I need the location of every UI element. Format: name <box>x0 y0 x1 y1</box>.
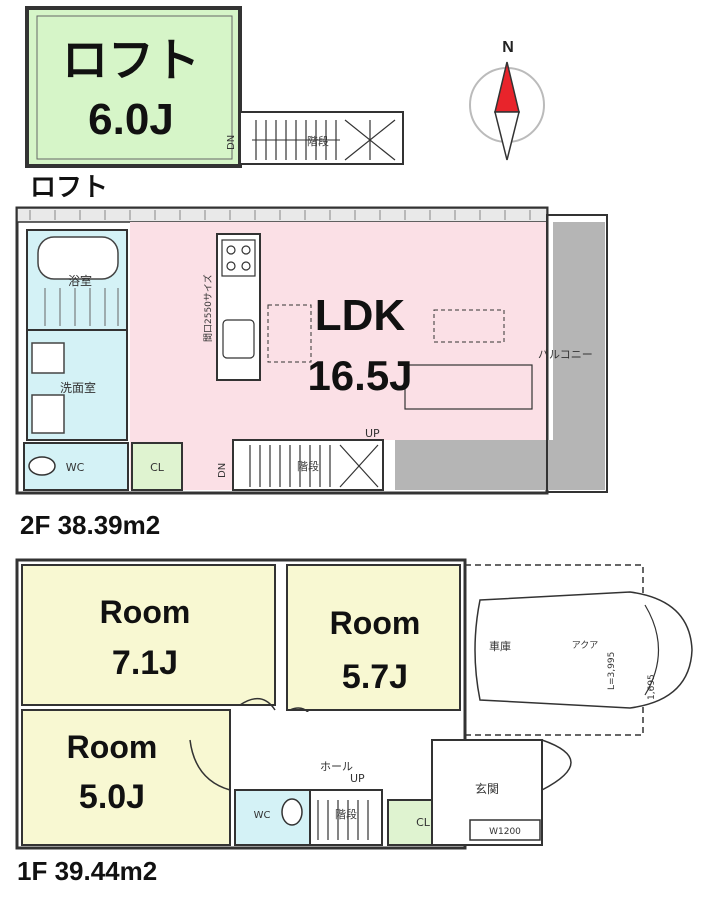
cooktop-icon <box>221 239 256 277</box>
closet-2f <box>131 442 183 491</box>
bathtub <box>37 236 119 280</box>
toilet-1f-icon <box>281 798 303 826</box>
car-outline <box>474 591 693 709</box>
loft-stairs-label: 階段 <box>307 134 329 148</box>
stairs-2f-up: UP <box>365 427 380 440</box>
door-swing-room-a <box>239 697 276 711</box>
bath-floor-grid <box>44 288 119 326</box>
entrance-label: 玄関 <box>475 781 499 796</box>
balcony-label: バルコニー <box>538 348 593 361</box>
stairs-1f-treads <box>317 800 369 840</box>
stairs-2f <box>232 439 384 491</box>
floor2-label: 2F 38.39m2 <box>20 510 160 540</box>
shoe-cabinet-label: W1200 <box>489 827 521 837</box>
sink-icon <box>222 319 255 359</box>
loft-section-label: ロフト <box>30 172 108 202</box>
floor-2: 浴室 洗面室 WC CL 間口2550サイズ LDK 16.5J <box>15 206 608 540</box>
car-length-label: L=3,995 <box>607 652 617 690</box>
bath-label: 浴室 <box>68 273 92 288</box>
hall-label: ホール <box>320 760 353 773</box>
toilet-2f-label: WC <box>66 461 85 474</box>
loft-wall-edge <box>36 15 233 160</box>
room-b-area: 5.7J <box>342 658 408 696</box>
loft-stairs <box>239 111 404 165</box>
room-c <box>21 709 231 846</box>
door-swing-room-c <box>189 739 231 791</box>
loft-block: ロフト 6.0J 階段 DN ロフト <box>25 6 404 202</box>
ldk-name: LDK <box>315 291 406 340</box>
washbasin <box>31 342 65 374</box>
room-b-name: Room <box>330 605 421 641</box>
car-width-label: 1,695 <box>647 674 657 700</box>
closet-1f-label: CL <box>416 816 431 829</box>
stairs-2f-label: 階段 <box>297 459 319 473</box>
living-table <box>433 309 505 343</box>
car-windshield <box>644 604 660 696</box>
stairs-2f-down: DN <box>217 463 228 478</box>
stairs-1f-up: UP <box>350 772 365 785</box>
floor1-label: 1F 39.44m2 <box>17 856 157 886</box>
toilet-2f-icon <box>28 456 56 476</box>
toilet-1f-label: WC <box>254 810 271 821</box>
balcony-outline <box>546 214 608 493</box>
stairs-2f-treads <box>249 444 379 488</box>
loft-room <box>25 6 242 168</box>
stairs-1f-label: 階段 <box>335 807 357 821</box>
ldk-area: 16.5J <box>307 352 412 399</box>
floor2-top-wall <box>16 207 548 223</box>
room-c-area: 5.0J <box>79 778 145 816</box>
ldk-room <box>130 222 547 440</box>
room-b <box>286 564 461 711</box>
top-wall-pattern <box>29 210 531 220</box>
washing-machine <box>31 394 65 434</box>
room-a-name: Room <box>100 594 191 630</box>
balcony-right <box>553 222 605 490</box>
shoe-cabinet <box>469 819 541 841</box>
door-swing-entrance <box>541 739 572 791</box>
loft-area: 6.0J <box>88 95 174 144</box>
stairs-1f <box>309 789 383 846</box>
loft-title: ロフト <box>62 34 200 86</box>
kitchen-label: 間口2550サイズ <box>202 274 214 342</box>
car-label: アクア <box>572 640 599 651</box>
room-c-name: Room <box>67 729 158 765</box>
loft-down-label: DN <box>226 135 237 150</box>
garage-label: 車庫 <box>489 639 511 653</box>
room-a-area: 7.1J <box>112 644 178 682</box>
floor1-outline <box>15 558 467 850</box>
room-a <box>21 564 276 706</box>
floor-1: Room 7.1J Room 5.7J Room 5.0J ホール WC 階段 … <box>15 558 693 886</box>
dining-table <box>267 304 312 363</box>
closet-2f-label: CL <box>150 461 165 474</box>
sofa <box>404 364 533 410</box>
north-arrow-icon: N <box>469 39 545 161</box>
north-label: N <box>502 39 514 56</box>
washroom-label: 洗面室 <box>60 380 96 395</box>
